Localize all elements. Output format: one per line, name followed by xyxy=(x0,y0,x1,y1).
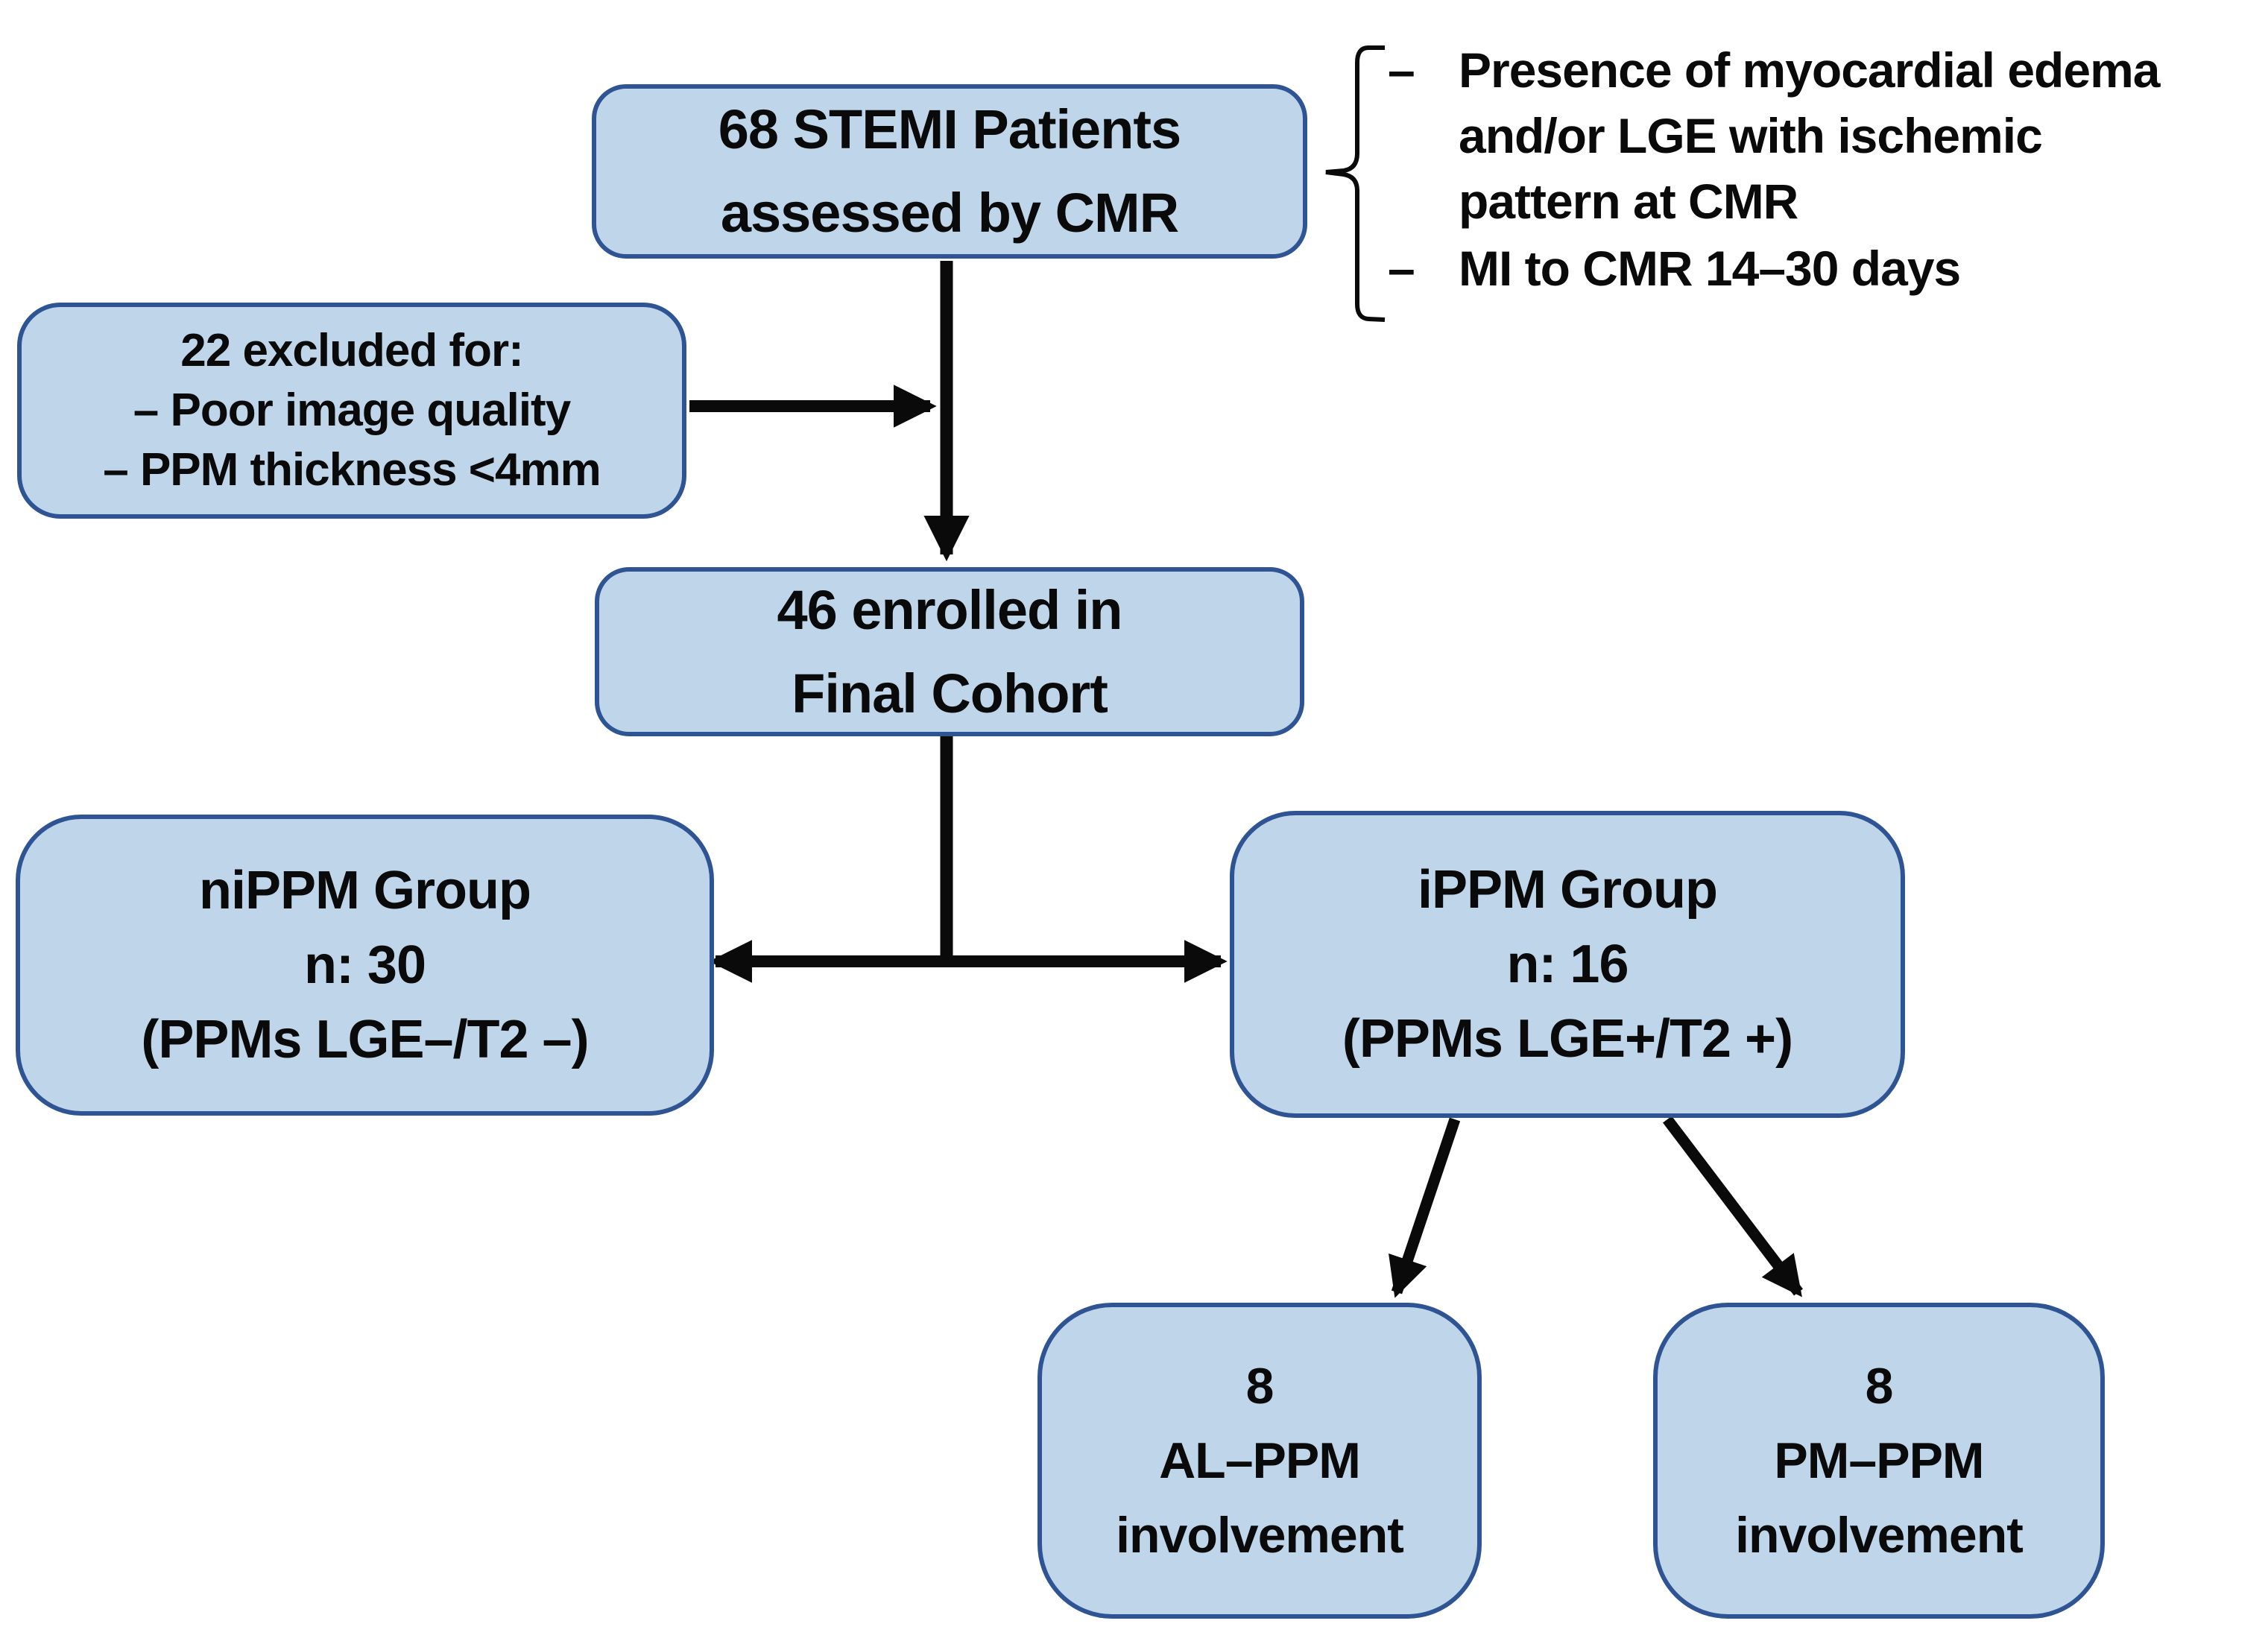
node-ippm-group: iPPM Group n: 16 (PPMs LGE+/T2 +) xyxy=(1230,811,1905,1118)
node-final-cohort: 46 enrolled in Final Cohort xyxy=(595,567,1304,736)
node-text-line: 46 enrolled in xyxy=(777,578,1122,641)
criteria-bracket xyxy=(1325,45,1386,322)
arrow-ippm-to-pm xyxy=(1663,1116,1803,1297)
node-text-line: assessed by CMR xyxy=(720,182,1179,244)
bullet-dash: – xyxy=(1388,241,1415,296)
node-text-line: PM–PPM xyxy=(1774,1432,1984,1489)
node-nippm-group: niPPM Group n: 30 (PPMs LGE–/T2 –) xyxy=(16,815,714,1116)
arrow-ippm-to-al xyxy=(1389,1117,1461,1298)
node-text-line: n: 30 xyxy=(303,935,426,995)
node-text-line: 8 xyxy=(1245,1358,1274,1414)
node-text-line: iPPM Group xyxy=(1418,860,1718,920)
criteria-text-line: MI to CMR 14–30 days xyxy=(1459,241,1961,296)
criteria-bullet: – Presence of myocardial edema and/or LG… xyxy=(1388,37,2160,234)
inclusion-criteria-annotation: – Presence of myocardial edema and/or LG… xyxy=(1388,37,2160,301)
criteria-text: MI to CMR 14–30 days xyxy=(1459,235,1961,301)
criteria-text-line: pattern at CMR xyxy=(1459,174,1798,229)
node-pm-ppm-involvement: 8 PM–PPM involvement xyxy=(1653,1303,2105,1619)
criteria-text-line: Presence of myocardial edema xyxy=(1459,42,2160,98)
criteria-text: Presence of myocardial edema and/or LGE … xyxy=(1459,37,2160,234)
node-text-line: 68 STEMI Patients xyxy=(718,98,1181,160)
node-al-ppm-involvement: 8 AL–PPM involvement xyxy=(1037,1303,1482,1619)
node-excluded: 22 excluded for: – Poor image quality – … xyxy=(17,303,686,519)
node-text-line: 22 excluded for: xyxy=(180,325,523,376)
node-text-line: (PPMs LGE+/T2 +) xyxy=(1342,1009,1793,1069)
bullet-dash: – xyxy=(1388,42,1415,98)
node-text-line: – PPM thickness <4mm xyxy=(103,444,601,496)
node-text-line: involvement xyxy=(1116,1507,1404,1564)
criteria-text-line: and/or LGE with ischemic xyxy=(1459,108,2043,163)
node-text-line: – Poor image quality xyxy=(133,385,571,436)
node-text-line: n: 16 xyxy=(1506,935,1629,994)
node-text-line: 8 xyxy=(1865,1358,1894,1414)
node-text-line: (PPMs LGE–/T2 –) xyxy=(141,1010,589,1069)
node-stemi-assessed: 68 STEMI Patients assessed by CMR xyxy=(592,84,1307,259)
criteria-bullet: – MI to CMR 14–30 days xyxy=(1388,235,2159,301)
node-text-line: niPPM Group xyxy=(199,861,531,920)
node-text-line: Final Cohort xyxy=(792,662,1108,724)
node-text-line: AL–PPM xyxy=(1159,1432,1361,1489)
node-text-line: involvement xyxy=(1735,1507,2024,1564)
